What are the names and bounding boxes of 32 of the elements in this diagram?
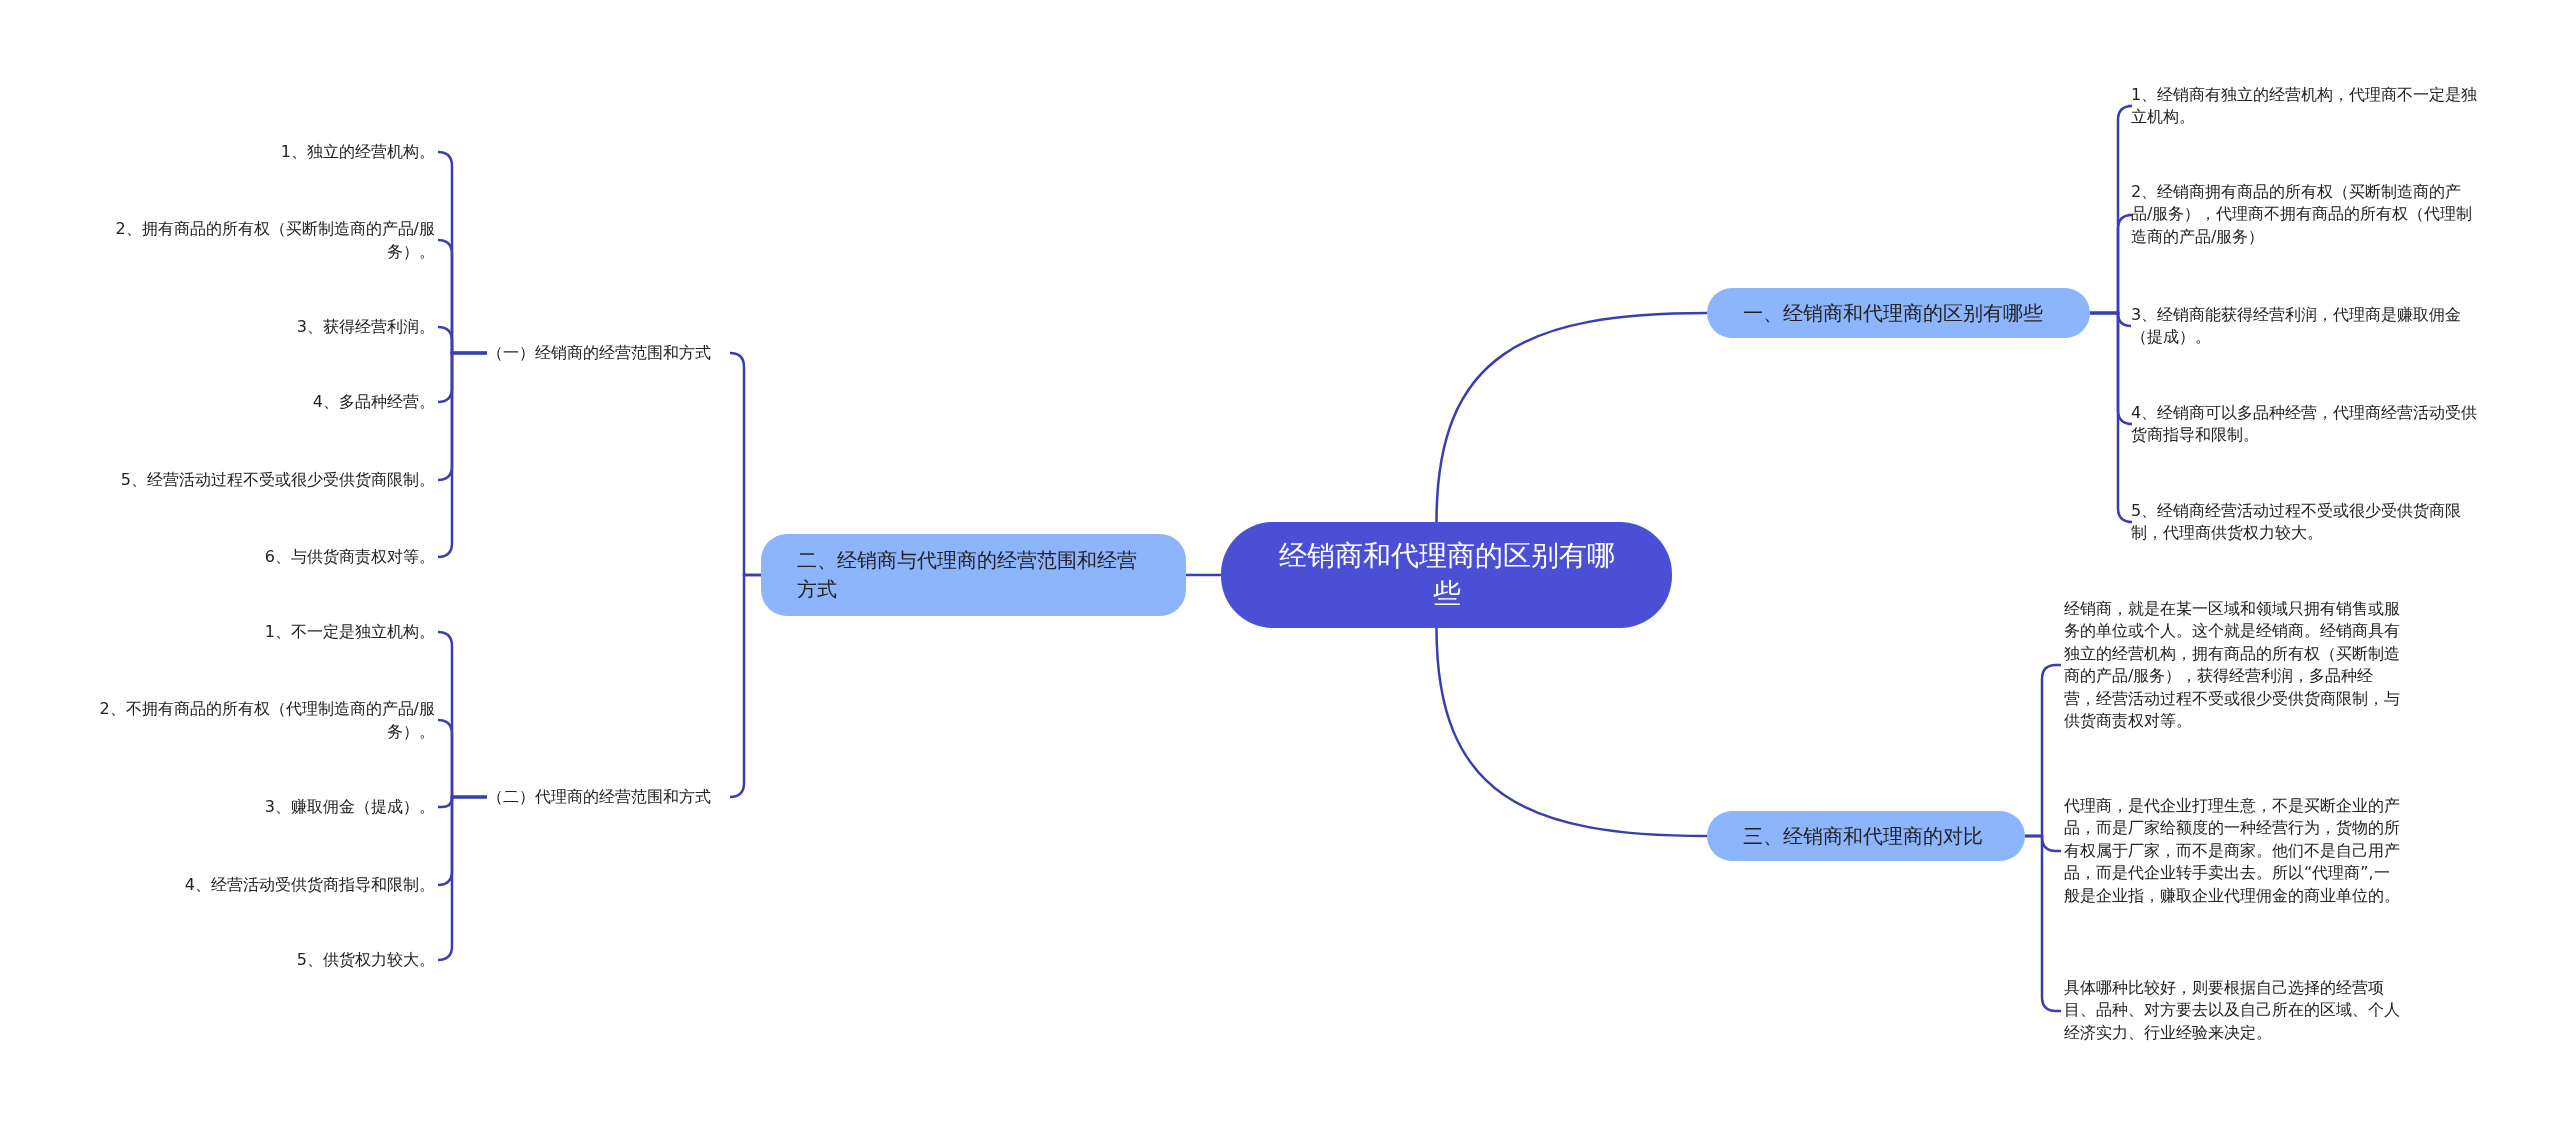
- leaf-text: 具体哪种比较好，则要根据自己选择的经营项目、品种、对方要去以及自己所在的区域、个人经济实力、行业经验来决定。: [2064, 977, 2401, 1045]
- leaf-text: 2、拥有商品的所有权（买断制造商的产品/服务）。: [114, 217, 435, 263]
- connector-line: [436, 351, 487, 559]
- leaf-text: 5、经营活动过程不受或很少受供货商限制。: [119, 469, 435, 492]
- leaf-text: 1、经销商有独立的经营机构，代理商不一定是独立机构。: [2131, 83, 2479, 128]
- leaf-text: 代理商，是代企业打理生意，不是买断企业的产品，而是厂家给额度的一种经营行为，货物的所有权属于厂家，而不是商家。他们不是自己用产品，而是代企业转手卖出去。所以“代理商”,一般是企业指，赚取企业代理佣金的商业单位的。: [2064, 795, 2401, 907]
- leaf-text: 3、获得经营利润。: [295, 316, 435, 339]
- subtopic-text: （一）经销商的经营范围和方式: [487, 342, 712, 364]
- connector-line: [1186, 573, 1221, 577]
- topic-pill: 三、经销商和代理商的对比: [1707, 811, 2025, 861]
- leaf-text: 1、不一定是独立机构。: [263, 621, 435, 644]
- leaf-text: 1、独立的经营机构。: [279, 141, 435, 164]
- connector-line: [2090, 311, 2134, 524]
- connector-line: [728, 573, 761, 799]
- leaf-text: 5、供货权力较大。: [295, 949, 435, 972]
- topic-pill: 二、经销商与代理商的经营范围和经营方式: [761, 534, 1186, 616]
- connector-line: [1435, 627, 1708, 838]
- leaf-text: 经销商，就是在某一区域和领域只拥有销售或服务的单位或个人。这个就是经销商。经销商具有独立的经营机构，拥有商品的所有权（买断制造商的产品/服务），获得经营利润，多品种经营，经营活动过程不受或很少受供货商限制，与供货商责权对等。: [2064, 597, 2401, 732]
- central-topic: 经销商和代理商的区别有哪些: [1221, 522, 1672, 628]
- leaf-text: 5、经销商经营活动过程不受或很少受供货商限制，代理商供货权力较大。: [2131, 499, 2463, 544]
- leaf-text: 4、经营活动受供货商指导和限制。: [183, 874, 435, 897]
- leaf-text: 2、经销商拥有商品的所有权（买断制造商的产品/服务），代理商不拥有商品的所有权（代理制造商的产品/服务）: [2131, 181, 2474, 249]
- leaf-text: 4、经销商可以多品种经营，代理商经营活动受供货商指导和限制。: [2131, 401, 2479, 446]
- leaf-text: 2、不拥有商品的所有权（代理制造商的产品/服务）。: [98, 697, 435, 743]
- connector-line: [436, 795, 487, 962]
- leaf-text: 6、与供货商责权对等。: [263, 546, 435, 569]
- leaf-text: 3、赚取佣金（提成）。: [263, 796, 435, 819]
- leaf-text: 4、多品种经营。: [311, 391, 435, 414]
- connector-line: [1435, 311, 1708, 523]
- topic-pill: 一、经销商和代理商的区别有哪些: [1707, 288, 2090, 338]
- leaf-text: 3、经销商能获得经营利润，代理商是赚取佣金（提成）。: [2131, 303, 2463, 348]
- subtopic-text: （二）代理商的经营范围和方式: [487, 786, 712, 808]
